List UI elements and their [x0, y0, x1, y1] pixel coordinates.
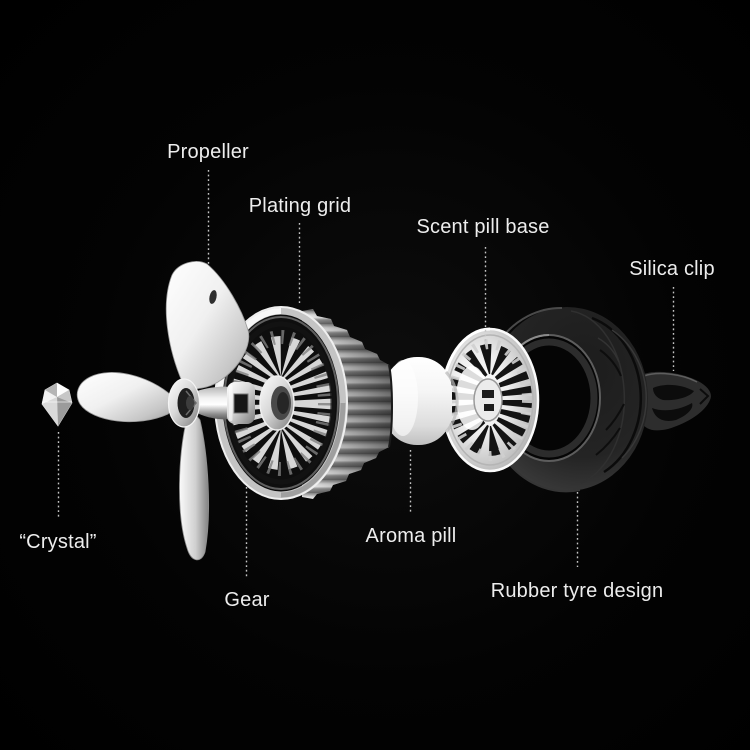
label-gear: Gear: [224, 589, 270, 611]
label-silica-clip: Silica clip: [629, 258, 715, 280]
propeller-blade-left: [76, 372, 174, 423]
label-rubber-tyre-design: Rubber tyre design: [490, 580, 664, 602]
propeller-part: [76, 261, 250, 561]
propeller-blade-bottom: [179, 414, 209, 561]
gear-shaft-part: [197, 382, 255, 424]
label-propeller: Propeller: [167, 141, 249, 163]
aroma-pill-part: [384, 357, 459, 445]
label-plating-grid: Plating grid: [248, 195, 352, 217]
silica-clip-part: [639, 371, 711, 431]
propeller-blade-top: [165, 261, 250, 390]
grid-spokes: [230, 336, 332, 470]
label-crystal: “Crystal”: [19, 531, 97, 553]
label-aroma-pill: Aroma pill: [365, 525, 457, 547]
label-scent-pill-base: Scent pill base: [416, 216, 550, 238]
crystal-part: [41, 382, 73, 427]
leader-lines: [57, 170, 675, 579]
